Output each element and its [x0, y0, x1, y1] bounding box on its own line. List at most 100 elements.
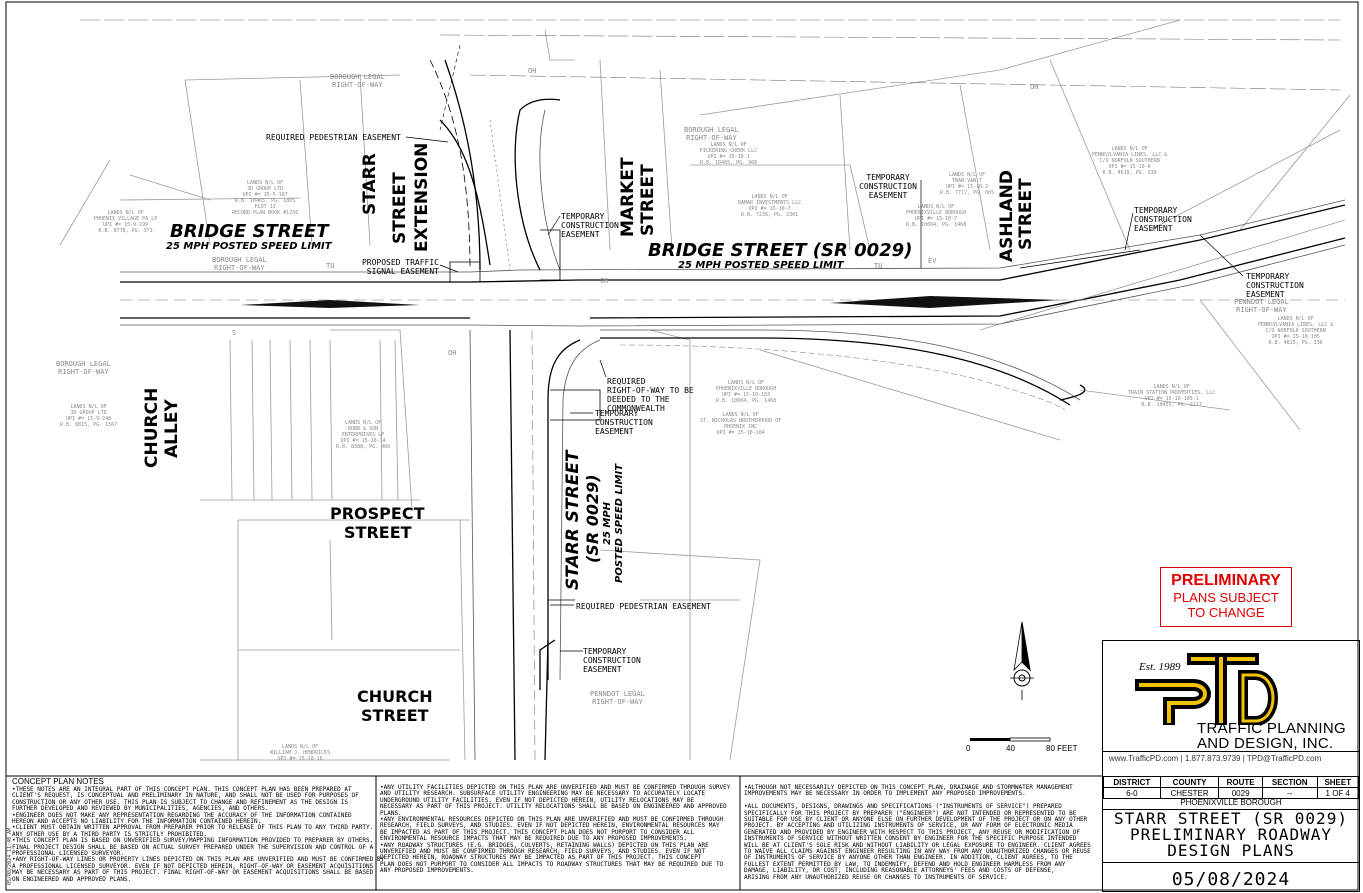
parcel-line: LANDS N/L OF: [282, 744, 319, 750]
street-ashland-2: STREET: [1016, 178, 1036, 250]
street-starr-1: STARR STREET: [563, 450, 583, 590]
tpd-logo-icon: [1135, 653, 1278, 725]
parcel-line: 3D GROUP LTD: [70, 410, 107, 416]
note-line: A PROFESSIONAL LICENSED SURVEYOR. EVEN I…: [12, 862, 374, 870]
street-starr-extension-3: EXTENSION: [412, 142, 432, 252]
street-starr-2: (SR 0029): [583, 474, 602, 563]
note-line: HEREON AND ACCEPTS NO LIABILITY FOR THE …: [12, 818, 262, 826]
callout-line: TEMPORARY: [595, 409, 639, 418]
label-line: RIGHT-OF-WAY: [686, 134, 737, 142]
callout-line: CONSTRUCTION: [583, 656, 641, 665]
parcel-line: ENTERPRISES LP: [342, 432, 385, 438]
parcel-line: LANDS N/L OF: [1153, 384, 1190, 390]
title-line-1: STARR STREET (SR 0029): [1114, 809, 1348, 828]
notes-column-2: •ANY UTILITY FACILITIES DEPICTED ON THIS…: [380, 784, 730, 875]
callout-line: EASEMENT: [1246, 290, 1285, 299]
label-line: BOROUGH LEGAL: [212, 256, 267, 264]
oh-label: OH: [1030, 83, 1039, 91]
callout-line: CONSTRUCTION: [1246, 281, 1304, 290]
ev-label: EV: [928, 257, 937, 265]
preliminary-title: PRELIMINARY: [1171, 572, 1281, 589]
contact-phone: 1.877.873.9739: [1184, 754, 1241, 763]
oh-label: OH: [528, 67, 537, 75]
bridge-street-edges: [120, 199, 1346, 411]
callout-line: TEMPORARY: [1246, 272, 1290, 281]
parcel-line: UPI #= 15-10-105.1: [1144, 396, 1199, 402]
note-line: •THIS CONCEPT PLAN IS BASED ON UNVERIFIE…: [12, 837, 374, 845]
callout-line: EASEMENT: [595, 427, 634, 436]
note-line: ANY OTHER USE BY A THIRD PARTY IS STRICT…: [12, 830, 208, 838]
parcel-line: UPI #= 15-10-6: [1108, 164, 1151, 170]
parcel-line: PHOENIXVILLE BOROUGH: [716, 386, 777, 392]
note-line: PLANS.: [380, 809, 402, 817]
parcel-line: R.B. 10465, PG. 908: [700, 160, 758, 166]
callout-line: TEMPORARY: [561, 212, 605, 221]
parcel-line: WILLIAM J. HENDRICKS: [270, 750, 331, 756]
parcel-line: PENNSYLVANIA LINES, LLC &: [1092, 152, 1168, 158]
parcel-line: R.B. 10455, PG. 2217: [1141, 402, 1202, 408]
parcel-line: UPI #= 15-10-14: [340, 438, 386, 444]
callout-line: CONSTRUCTION: [1134, 215, 1192, 224]
parcel-line: RECORD PLAN BOOK #1256: [232, 210, 299, 216]
parcel-line: UPI #= 15-9-248: [66, 416, 112, 422]
penndot-row-label-1: PENNDOT LEGAL RIGHT-OF-WAY: [1234, 298, 1289, 314]
note-line: ARISING FROM ANY UNAUTHORIZED REUSE OR C…: [744, 873, 1008, 881]
parcel-line: UPI #= 15-10-105: [1271, 334, 1320, 340]
street-church-1: CHURCH: [357, 687, 433, 706]
parcel-line: LANDS N/L OF: [949, 172, 986, 178]
parcel-line: R.B. 4615, PG. 336: [1102, 170, 1157, 176]
parcel-line: R.B. 7717, PG. 665: [940, 190, 995, 196]
street-prospect-2: STREET: [344, 523, 412, 542]
callout-required-row: REQUIRED RIGHT-OF-WAY TO BE DEEDED TO TH…: [607, 377, 694, 413]
logo-est: Est. 1989: [1139, 661, 1181, 673]
parcel-line: LANDS N/L OF: [1111, 146, 1148, 152]
easement-outlines: [449, 229, 1141, 601]
callout-required-ped-easement-south: REQUIRED PEDESTRIAN EASEMENT: [576, 602, 711, 611]
note-line: ON ENGINEERED AND APPROVED PLANS.: [12, 875, 132, 883]
notes-column-3: •ALTHOUGH NOT NECESSARILY DEPICTED ON TH…: [744, 784, 1091, 881]
note-line: GENERATED AND PROVIDED BY ENGINEER WITH …: [744, 828, 1080, 836]
parcel-line: LANDS N/L OF: [710, 142, 747, 148]
parcel-line: TRAN VAN T: [952, 178, 983, 184]
note-line: DEPICTED HEREIN, ROADWAY STRUCTURES MAY …: [380, 854, 702, 862]
logo-name-2: AND DESIGN, INC.: [1197, 735, 1334, 752]
callout-line: TEMPORARY: [583, 647, 627, 656]
contact-line: www.TrafficPD.com | 1.877.873.9739 | TPD…: [1109, 754, 1322, 763]
oh-label: OH: [600, 277, 609, 285]
note-line: DAMAGE, LIABILITY, OR COST, INCLUDING RE…: [744, 867, 1055, 875]
oh-label: OH: [448, 349, 457, 357]
callout-temp-construction-ashland-east: TEMPORARY CONSTRUCTION EASEMENT: [1134, 206, 1192, 233]
parcel-line: LANDS N/L OF: [751, 194, 788, 200]
parcel-line: R.B. 8776, PG. 371: [98, 228, 153, 234]
parcel-line: UPI #= 15-10-104: [716, 430, 765, 436]
value-route: 0029: [1218, 787, 1263, 799]
contact-email[interactable]: TPD@TrafficPD.com: [1246, 754, 1322, 763]
parcel-line: R.B. 4615, PG. 336: [1268, 340, 1323, 346]
parcel-line: TRAIN STATION PROPERTIES, LLC: [1128, 390, 1216, 396]
contact-web[interactable]: www.TrafficPD.com: [1109, 754, 1179, 763]
street-prospect-1: PROSPECT: [330, 504, 425, 523]
street-bridge-west-speed: 25 MPH POSTED SPEED LIMIT: [166, 241, 332, 252]
note-line: WILL BE AT CLIENT'S SOLE RISK AND WITHOU…: [744, 841, 1091, 849]
callout-line: COMMONWEALTH: [607, 404, 665, 413]
street-starr-extension-1: STARR: [360, 153, 380, 215]
preliminary-line-2: PLANS SUBJECT: [1173, 590, 1279, 605]
parcel-line: R.B. 10604, PG. 1468: [906, 222, 967, 228]
callout-line: CONSTRUCTION: [595, 418, 653, 427]
callout-line: TEMPORARY: [1134, 206, 1178, 215]
callout-temp-construction-market: TEMPORARY CONSTRUCTION EASEMENT: [561, 212, 619, 239]
parcel-line: C/O NORFOLK SOUTHERN: [1265, 328, 1326, 334]
tu-label: TU: [874, 262, 883, 270]
starr-street-edges: [469, 329, 601, 761]
callout-line: EASEMENT: [561, 230, 600, 239]
callout-line: PROPOSED TRAFFIC: [361, 258, 439, 267]
notes-dividers: [6, 775, 1102, 890]
parcel-line: 3D GROUP LTD: [247, 186, 284, 192]
